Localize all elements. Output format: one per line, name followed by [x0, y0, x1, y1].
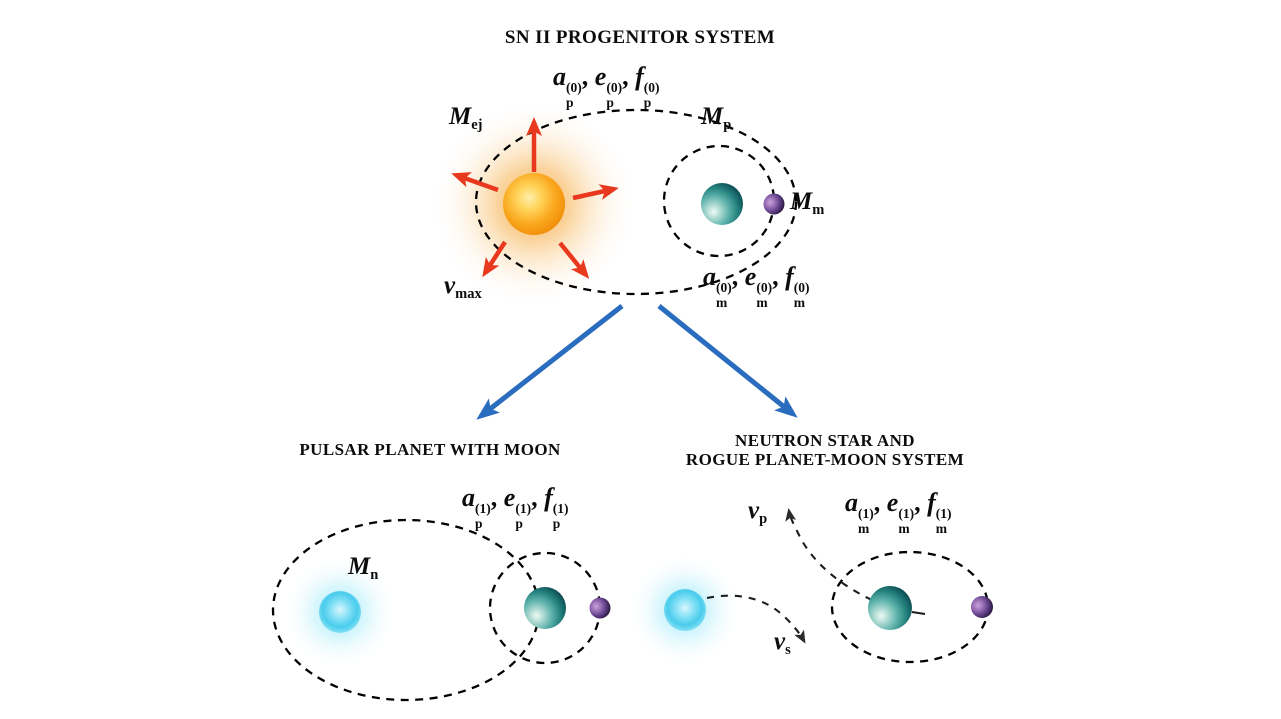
math-term: a(1)p, [462, 483, 504, 531]
planet-velocity-trajectory [785, 508, 873, 601]
moon-pulsar-system [589, 597, 611, 619]
label-planet-mass: Mp [701, 103, 732, 134]
label-ejecta-mass: Mej [449, 103, 483, 134]
planet-rogue-system [868, 586, 912, 630]
math-term: e(0)p, [594, 62, 629, 110]
math-term: a(1)m, [845, 488, 887, 536]
progenitor-star [503, 173, 565, 235]
math-term: f(0)m [785, 262, 810, 310]
title-rogue-line2: ROGUE PLANET-MOON SYSTEM [685, 450, 965, 470]
transition-arrow-left [476, 304, 624, 420]
math-term: a(0)m, [703, 262, 745, 310]
transition-arrow-right [657, 304, 798, 418]
math-term: f(1)m [927, 488, 952, 536]
formula-rogue-moon-orbit: a(1)m, e(1)m, f(1)m [845, 488, 952, 537]
moon-initial [763, 193, 785, 215]
ejecta-arrow-lower-left [482, 240, 507, 278]
title-rogue-system: NEUTRON STAR AND ROGUE PLANET-MOON SYSTE… [650, 431, 1000, 469]
math-term: f(0)p [635, 62, 660, 110]
math-term: e(1)p, [503, 483, 538, 531]
star-velocity-trajectory [706, 594, 806, 644]
formula-progenitor-moon-orbit: a(0)m, e(0)m, f(0)m [703, 262, 810, 311]
math-term: a(0)p, [553, 62, 595, 110]
trajectory-dash [911, 610, 926, 616]
ejecta-arrow-upper-left [451, 172, 499, 193]
planet-initial [701, 183, 743, 225]
label-star-velocity: vs [774, 628, 791, 659]
title-rogue-line1: NEUTRON STAR AND [735, 431, 915, 450]
neutron-star-right [664, 589, 706, 631]
title-progenitor-system: SN II PROGENITOR SYSTEM [504, 27, 776, 48]
planet-orbit-initial [474, 108, 798, 296]
ejecta-arrow-lower-right [558, 241, 590, 279]
label-planet-velocity: vp [748, 497, 768, 528]
math-term: f(1)p [544, 483, 569, 531]
formula-progenitor-planet-orbit: a(0)p, e(0)p, f(0)p [553, 62, 660, 111]
label-max-velocity: vmax [444, 272, 482, 303]
label-moon-mass: Mm [790, 188, 825, 219]
formula-pulsar-planet-orbit: a(1)p, e(1)p, f(1)p [462, 483, 569, 532]
planet-pulsar-system [524, 587, 566, 629]
neutron-star-left [319, 591, 361, 633]
math-term: e(0)m, [744, 262, 779, 310]
ejecta-arrow-right [572, 184, 619, 201]
moon-rogue-system [971, 596, 993, 618]
title-pulsar-planet: PULSAR PLANET WITH MOON [299, 440, 561, 459]
label-neutron-star-mass: Mn [348, 553, 379, 584]
math-term: e(1)m, [886, 488, 921, 536]
